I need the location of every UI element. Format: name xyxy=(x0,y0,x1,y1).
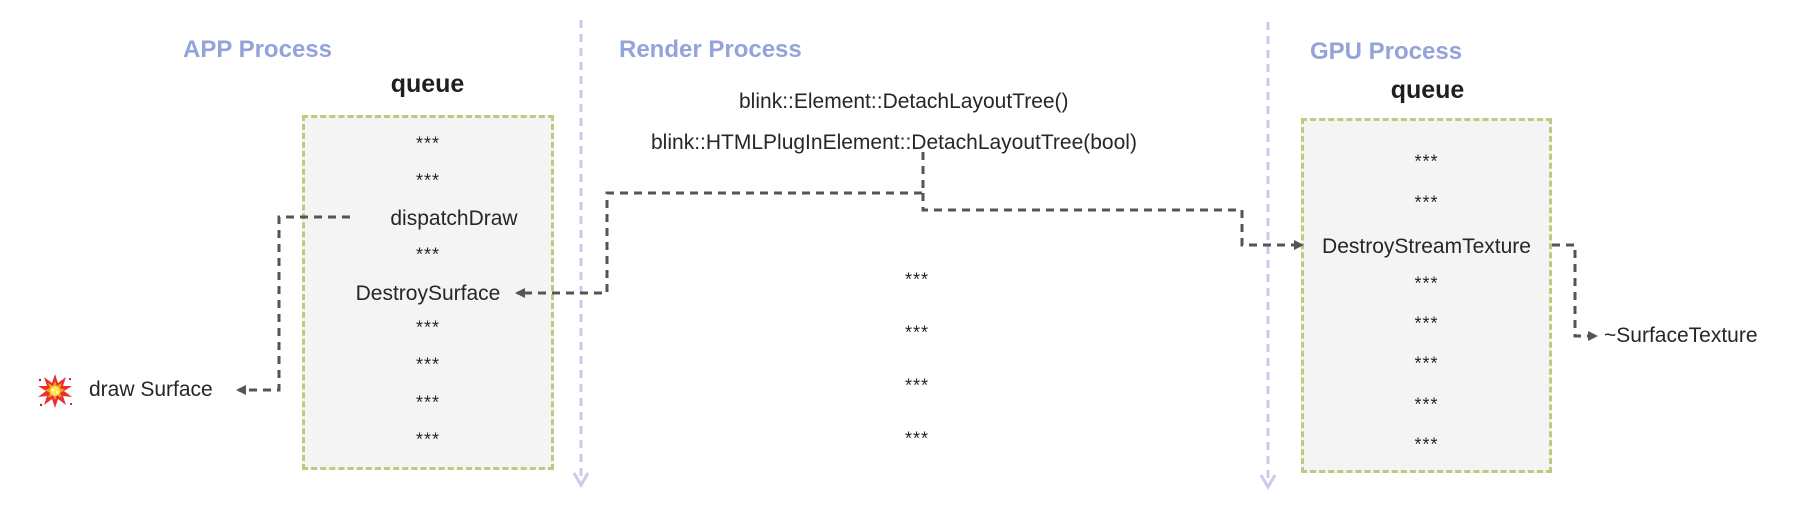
lane-title-app: APP Process xyxy=(183,36,332,63)
gpu-queue-item: *** xyxy=(1414,273,1439,294)
gpu-queue-item: *** xyxy=(1414,434,1439,455)
gpu-queue-item-destroy-stream-texture: DestroyStreamTexture xyxy=(1322,235,1531,258)
app-queue-box: *** *** dispatchDraw *** DestroySurface … xyxy=(302,115,554,470)
render-ellipsis: *** xyxy=(904,375,930,396)
surface-texture-label: ~SurfaceTexture xyxy=(1604,324,1758,347)
app-queue-item: *** xyxy=(415,392,440,413)
edge-dispatch-draw-to-draw-surface xyxy=(236,215,350,395)
render-ellipsis: *** xyxy=(904,428,930,449)
app-queue-item: *** xyxy=(415,429,440,450)
edge-destroy-stream-texture-to-surface-texture xyxy=(1552,243,1598,341)
gpu-queue-item: *** xyxy=(1414,192,1439,213)
app-queue-item: *** xyxy=(415,354,440,375)
gpu-queue-box: *** *** DestroyStreamTexture *** *** ***… xyxy=(1301,118,1552,473)
lane-title-render: Render Process xyxy=(619,36,802,63)
lane-divider-render-gpu xyxy=(1259,22,1277,490)
gpu-queue-item: *** xyxy=(1414,394,1439,415)
gpu-queue-title: queue xyxy=(1390,76,1465,104)
render-call-plugin-detach: blink::HTMLPlugInElement::DetachLayoutTr… xyxy=(651,131,1137,154)
app-queue-item-dispatch-draw: dispatchDraw xyxy=(390,207,518,230)
render-ellipsis: *** xyxy=(904,322,930,343)
app-queue-item: *** xyxy=(415,244,440,265)
app-queue-item-destroy-surface: DestroySurface xyxy=(355,282,501,305)
draw-surface-label: draw Surface xyxy=(89,378,213,401)
edge-plugin-to-destroy-stream-texture xyxy=(921,193,1304,250)
render-call-element-detach: blink::Element::DetachLayoutTree() xyxy=(739,90,1069,113)
gpu-queue-item: *** xyxy=(1414,151,1439,172)
app-queue-title: queue xyxy=(390,70,465,98)
render-ellipsis: *** xyxy=(904,269,930,290)
edge-plugin-to-destroy-surface xyxy=(515,152,925,298)
app-queue-item: *** xyxy=(415,170,440,191)
app-queue-item: *** xyxy=(415,133,440,154)
app-queue-item: *** xyxy=(415,317,440,338)
collision-icon xyxy=(38,374,73,408)
gpu-queue-item: *** xyxy=(1414,313,1439,334)
lane-title-gpu: GPU Process xyxy=(1310,38,1463,65)
lane-divider-app-render xyxy=(572,20,590,488)
gpu-queue-item: *** xyxy=(1414,353,1439,374)
